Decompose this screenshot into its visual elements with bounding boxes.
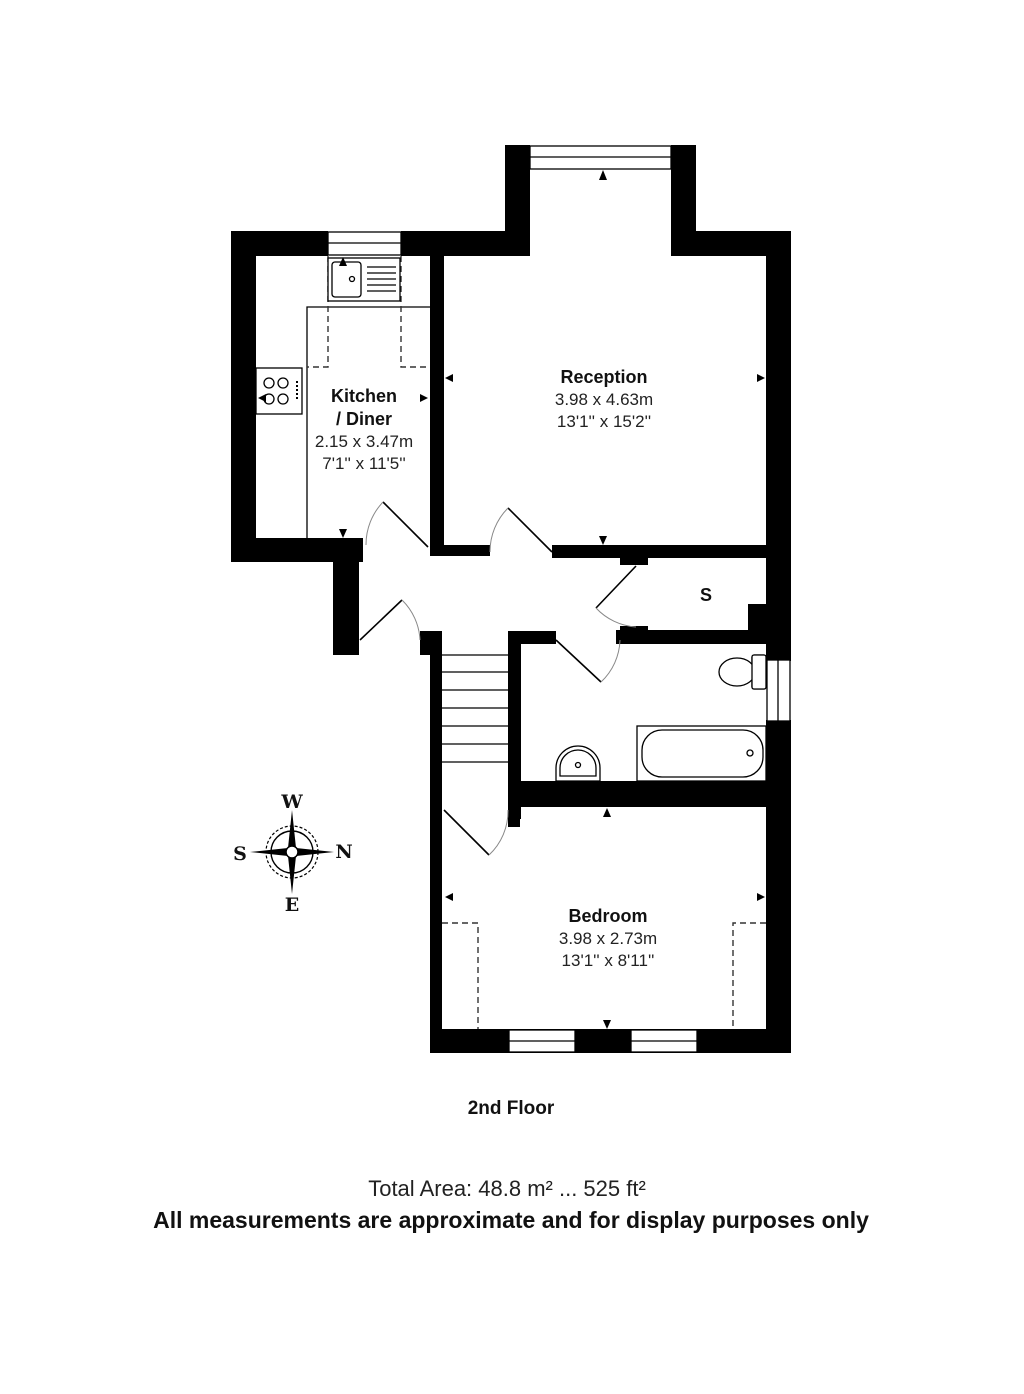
hall-walls bbox=[420, 630, 766, 1053]
doors bbox=[359, 501, 637, 856]
sink-icon bbox=[327, 257, 401, 302]
hob-icon bbox=[255, 367, 303, 415]
room-label-bedroom: Bedroom 3.98 x 2.73m 13'1'' x 8'11'' bbox=[559, 905, 657, 972]
reception-walls bbox=[505, 145, 791, 661]
room-imperial: 7'1'' x 11'5'' bbox=[322, 454, 406, 473]
reception-bay-window bbox=[529, 145, 672, 170]
room-metric: 2.15 x 3.47m bbox=[314, 432, 414, 451]
compass-top-label: W bbox=[281, 791, 303, 813]
compass-left-label: S bbox=[233, 843, 247, 865]
compass-bottom-label: E bbox=[284, 894, 300, 916]
total-area: Total Area: 48.8 m² ... 525 ft² bbox=[368, 1176, 646, 1201]
compass-rose-icon bbox=[250, 810, 334, 894]
room-imperial: 13'1'' x 8'11'' bbox=[561, 951, 655, 970]
room-name: Reception bbox=[560, 367, 648, 387]
bathroom-window bbox=[766, 659, 791, 722]
room-name: Bedroom bbox=[568, 906, 648, 926]
floor-name: 2nd Floor bbox=[467, 1098, 555, 1119]
room-name: Kitchen bbox=[330, 386, 397, 406]
kitchen-worktop bbox=[306, 256, 430, 538]
room-name-line2: / Diner bbox=[335, 409, 392, 429]
room-label-reception: Reception 3.98 x 4.63m 13'1'' x 15'2'' bbox=[555, 366, 653, 433]
storage-walls bbox=[620, 555, 766, 643]
kitchen-window bbox=[327, 231, 402, 256]
toilet-icon bbox=[718, 654, 767, 690]
dimension-arrows bbox=[258, 170, 765, 1029]
bedroom-walls bbox=[430, 807, 791, 1053]
bedroom-alcoves bbox=[442, 922, 766, 1029]
compass-right-label: N bbox=[335, 841, 353, 863]
room-imperial: 13'1'' x 15'2'' bbox=[556, 412, 652, 431]
bath-icon bbox=[636, 725, 767, 782]
basin-icon bbox=[555, 745, 601, 782]
room-label-storage: S bbox=[700, 584, 712, 607]
room-label-kitchen: Kitchen / Diner 2.15 x 3.47m 7'1'' x 11'… bbox=[315, 385, 413, 475]
room-name: S bbox=[699, 585, 713, 605]
bedroom-windows bbox=[508, 1029, 698, 1053]
bathroom-walls bbox=[508, 720, 791, 820]
room-metric: 3.98 x 4.63m bbox=[554, 390, 654, 409]
disclaimer: All measurements are approximate and for… bbox=[153, 1207, 869, 1233]
stairs-icon bbox=[442, 654, 508, 763]
room-metric: 3.98 x 2.73m bbox=[558, 929, 658, 948]
